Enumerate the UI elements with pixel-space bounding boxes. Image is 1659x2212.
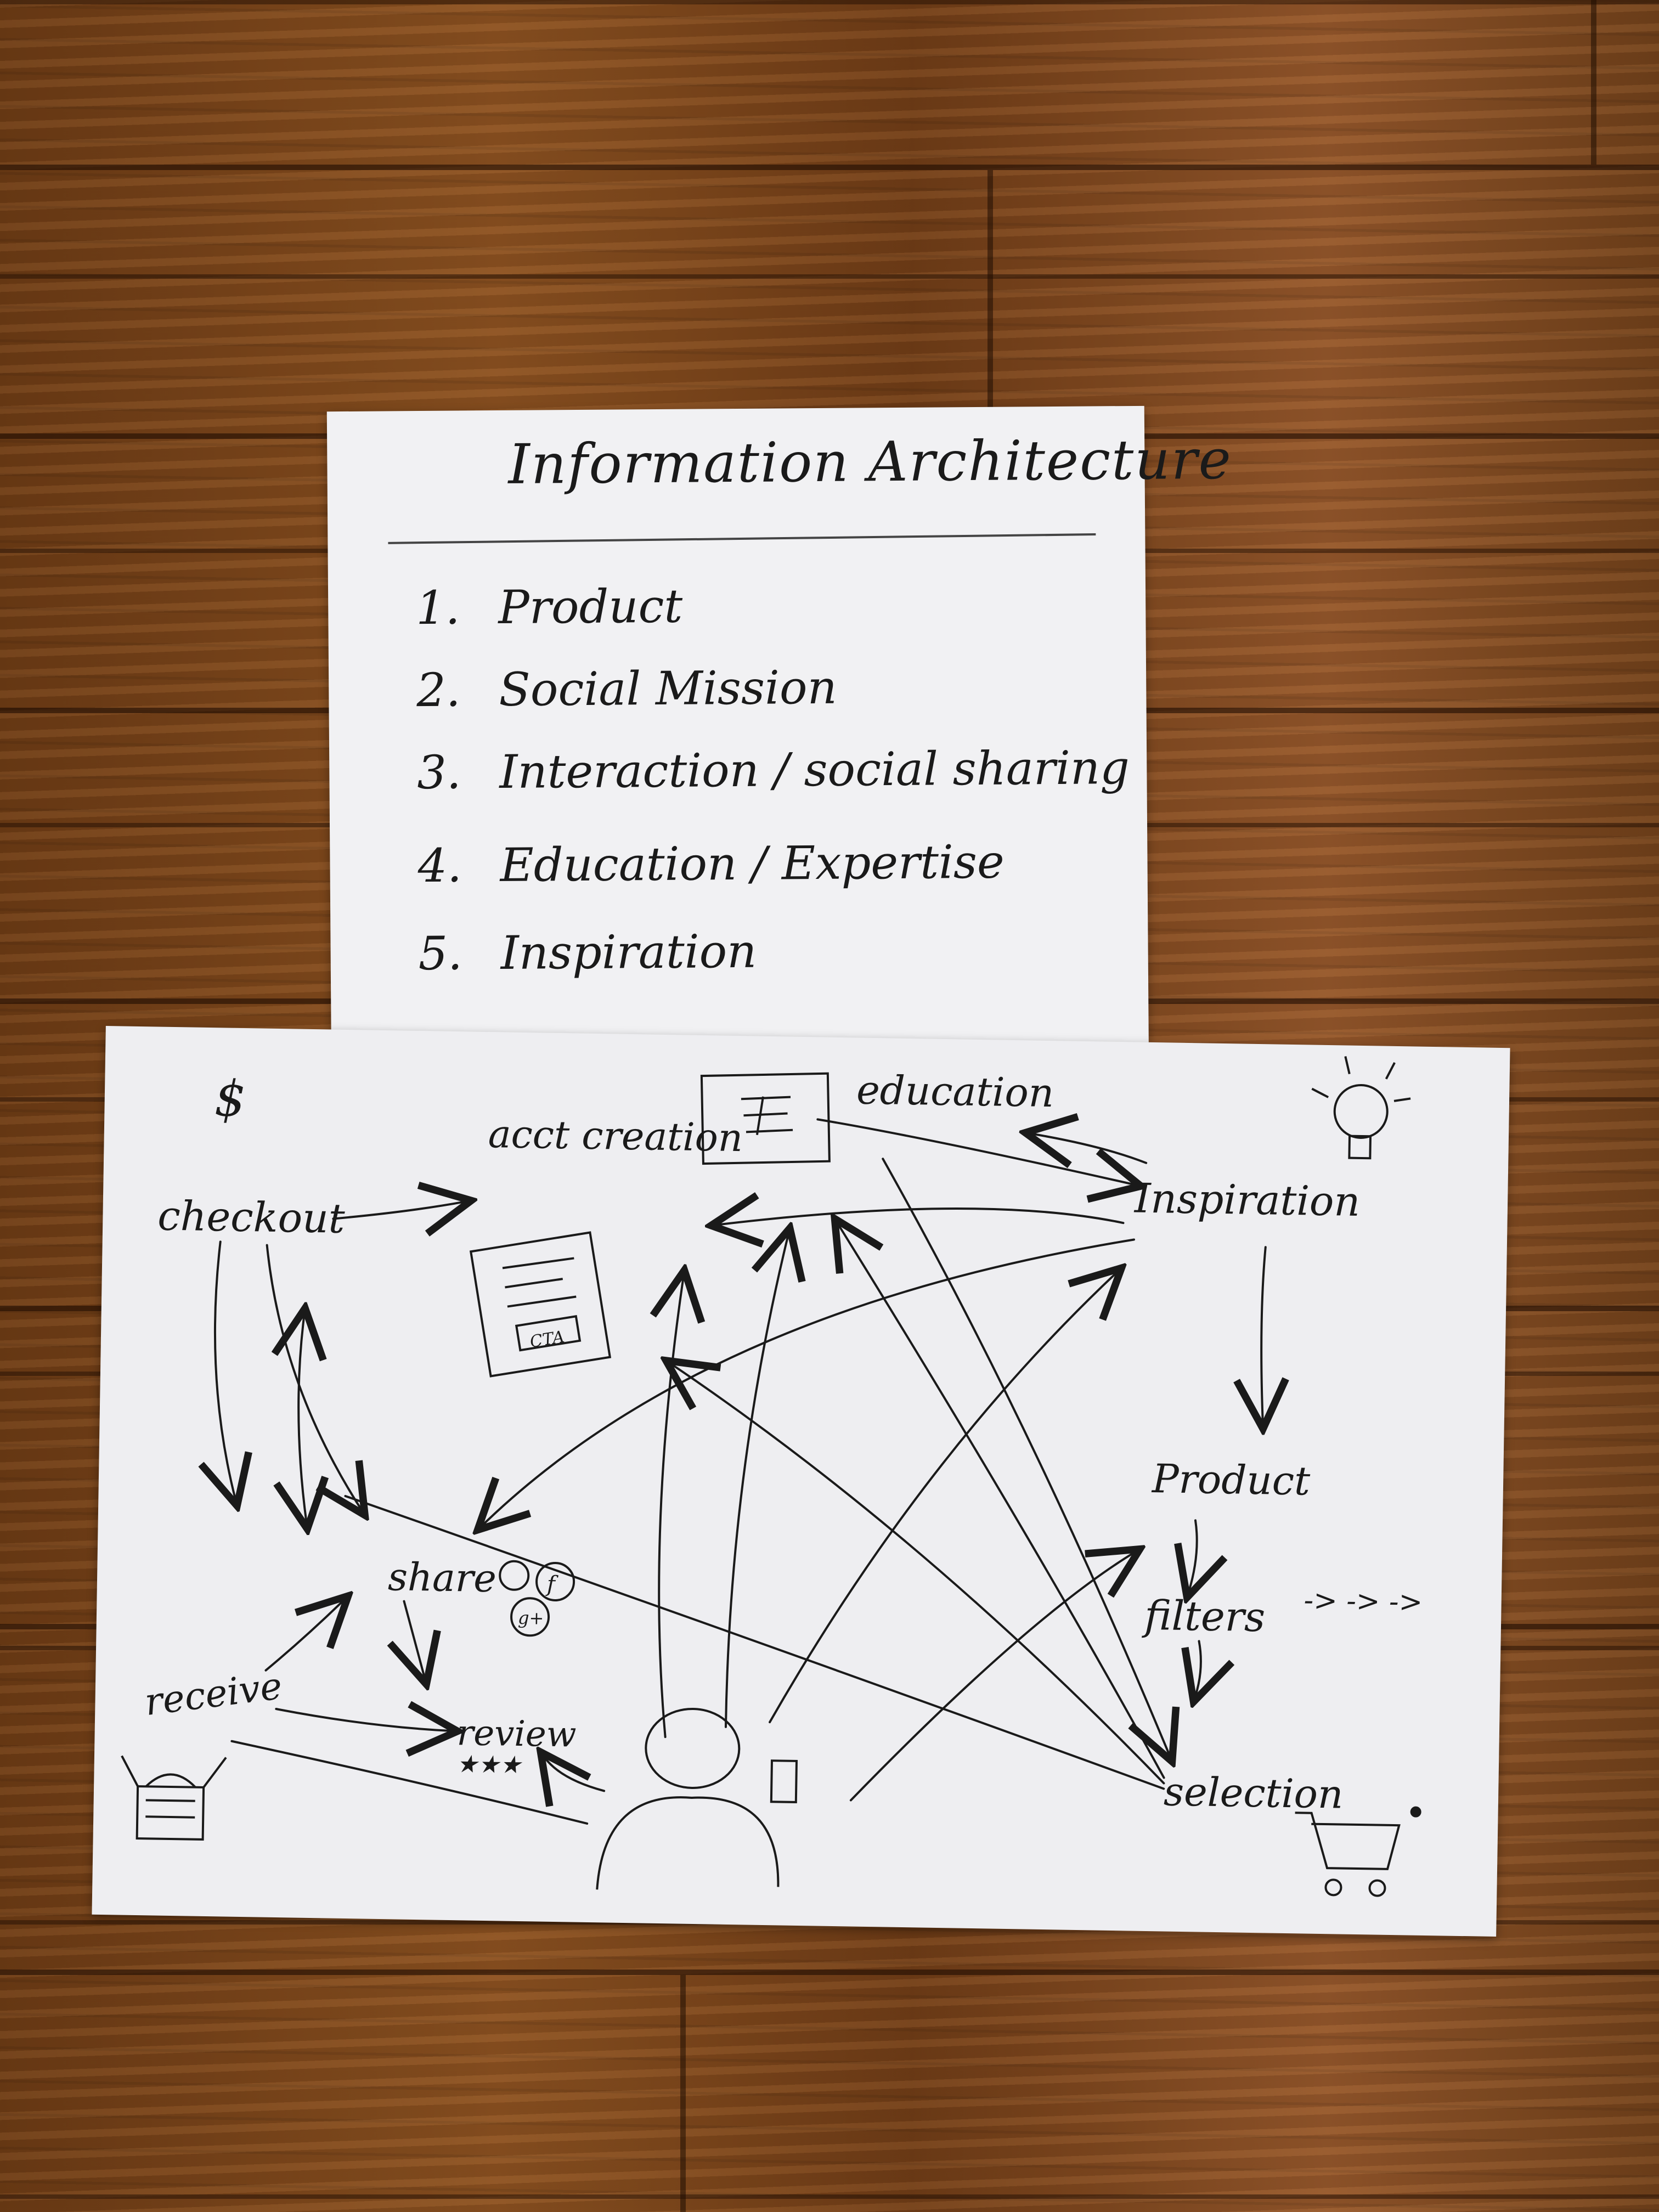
screen-icon [700,1072,831,1165]
share-to-review-arrow [403,1600,426,1679]
ia-item-label: Education / Expertise [500,834,1005,893]
google-plus-letters: g+ [518,1607,544,1629]
filters-to-selection-arrow [1195,1640,1201,1696]
checkout-share-link [297,1314,310,1523]
education-to-inspiration-arrow [816,1118,1136,1184]
ia-item-number: 4. [417,838,462,893]
acct-creation-label: acct creation [488,1111,743,1160]
inspiration-to-education-arrow [1031,1134,1148,1163]
inspiration-to-acct-arrow [717,1205,1125,1231]
ia-item-5: 5. Inspiration [418,924,757,980]
checkout-to-receive-arrow [212,1240,240,1500]
inspiration-label: Inspiration [1133,1175,1360,1225]
google-plus-icon [510,1597,550,1637]
connector-lines [202,1110,1267,1825]
share-to-selection-line [344,1494,1165,1790]
ia-item-label: Product [498,579,683,635]
inspiration-to-share-arrow [482,1238,1135,1536]
ia-item-label: Social Mission [498,660,837,717]
facebook-letter: f [545,1572,559,1597]
ia-item-3: 3. Interaction / social sharing [417,741,1130,799]
social-icons [499,1560,575,1637]
user-to-inspiration-arrow [769,1267,1117,1724]
ia-item-number: 1. [415,580,460,635]
dollar-label: $ [214,1070,246,1128]
floor-seam [988,170,993,433]
product-label: Product [1150,1455,1311,1504]
ia-item-label: Interaction / social sharing [499,741,1130,799]
box-icon [121,1755,227,1841]
review-label: review [456,1713,577,1755]
ia-item-label: Inspiration [500,924,757,980]
ia-item-4: 4. Education / Expertise [417,835,1005,893]
ia-item-number: 5. [418,926,463,981]
selection-to-education-arrow [830,1224,1165,1779]
floor-seam [1591,0,1596,165]
floor-seam [0,1970,1659,1975]
receive-to-user-line [230,1740,589,1825]
inspiration-to-product-arrow [1260,1246,1266,1423]
document-icon [469,1231,612,1378]
user-to-review-arrow [544,1757,606,1791]
selection-label: selection [1164,1768,1344,1817]
filters-label: filters [1142,1592,1266,1641]
acct-creation-text: acct creation [488,1111,743,1160]
flow-diagram-sheet: $ checkout acct creation CTA education I… [92,1025,1510,1937]
product-to-filters-arrow [1189,1519,1197,1592]
ia-item-1: 1. Product [416,579,683,635]
share-label: share [388,1554,497,1601]
ia-item-2: 2. Social Mission [416,661,837,717]
ia-item-number: 3. [417,745,461,800]
lightbulb-icon [1311,1056,1411,1160]
checkout-to-share-arrow [266,1244,366,1510]
receive-to-share-arrow [264,1599,343,1672]
cart-icon [1295,1806,1421,1897]
user-to-product-arrow [849,1548,1135,1802]
checkout-label: checkout [157,1193,346,1243]
checkout-to-acct-arrow [332,1200,465,1221]
ia-item-number: 2. [416,663,461,718]
review-stars: ★★★ [456,1750,523,1779]
floor-seam [680,1975,686,2212]
receive-label: receive [142,1664,284,1724]
education-label: education [856,1067,1054,1116]
user-to-education-arrow [724,1233,788,1728]
facebook-icon [535,1561,575,1601]
title-underline [388,533,1096,544]
receive-to-review-arrow [275,1709,452,1731]
more-arrows-label: -> -> -> [1304,1584,1423,1618]
ia-title: Information Architecture [508,427,1233,496]
cta-label: CTA [529,1327,566,1352]
pinterest-icon [499,1560,530,1591]
user-to-acct-arrow [657,1276,684,1739]
user-icon [596,1707,798,1890]
ia-list-sheet: Information Architecture 1. Product 2. Soc… [326,405,1232,1081]
flow-diagram: $ checkout acct creation CTA education I… [121,1056,1423,1897]
education-to-selection-arrow [882,1158,1179,1756]
floor-seam [0,165,1659,170]
selection-to-acct-arrow [665,1364,1165,1785]
